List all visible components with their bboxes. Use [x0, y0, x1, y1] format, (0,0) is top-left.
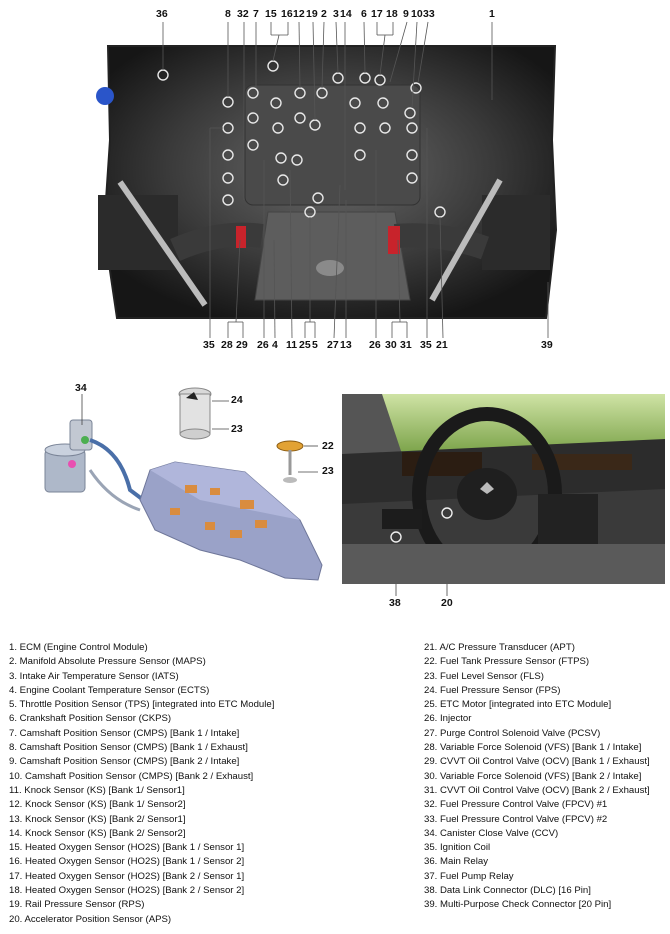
- fuel-pressure-sensor-module: [178, 387, 212, 440]
- callout-9: 9: [403, 8, 409, 20]
- callout-31: 31: [400, 339, 412, 351]
- legend-item: 19. Rail Pressure Sensor (RPS): [9, 899, 145, 911]
- intake-red-band-right: [388, 226, 400, 254]
- callout-27: 27: [327, 339, 339, 351]
- legend-item: 31. CVVT Oil Control Valve (OCV) [Bank 2…: [424, 784, 650, 796]
- callout-17: 17: [371, 8, 383, 20]
- callout-26-right: 26: [369, 339, 381, 351]
- right-air-box: [482, 195, 550, 270]
- legend-item: 33. Fuel Pressure Control Valve (FPCV) #…: [424, 813, 608, 825]
- legend-item: 2. Manifold Absolute Pressure Sensor (MA…: [9, 656, 206, 668]
- a-pillar: [342, 394, 402, 469]
- callout-11: 11: [286, 339, 298, 351]
- legend-item: 7. Camshaft Position Sensor (CMPS) [Bank…: [9, 727, 240, 739]
- callout-8: 8: [225, 8, 231, 20]
- legend-item: 24. Fuel Pressure Sensor (FPS): [424, 684, 561, 696]
- interior-dashboard-photo: [342, 394, 665, 584]
- legend-item: 23. Fuel Level Sensor (FLS): [424, 670, 544, 682]
- callout-39: 39: [541, 339, 553, 351]
- reservoir-cap: [96, 87, 114, 105]
- callout-15: 15: [265, 8, 277, 20]
- legend-item: 35. Ignition Coil: [424, 842, 491, 854]
- legend-item: 27. Purge Control Solenoid Valve (PCSV): [424, 727, 601, 739]
- callout-14: 14: [340, 8, 352, 20]
- callout-20: 20: [441, 597, 453, 609]
- callout-25: 25: [299, 339, 311, 351]
- legend-item: 29. CVVT Oil Control Valve (OCV) [Bank 1…: [424, 756, 650, 768]
- callout-32: 32: [237, 8, 249, 20]
- callout-7: 7: [253, 8, 259, 20]
- legend-item: 16. Heated Oxygen Sensor (HO2S) [Bank 1 …: [9, 856, 245, 868]
- legend-item: 5. Throttle Position Sensor (TPS) [integ…: [9, 699, 275, 711]
- callout-23-top: 23: [231, 423, 243, 435]
- engine-bay-illustration: [96, 21, 558, 339]
- legend-item: 32. Fuel Pressure Control Valve (FPCV) #…: [424, 799, 608, 811]
- callout-10: 10: [411, 8, 423, 20]
- aps-marker: [441, 507, 453, 519]
- legend-item: 18. Heated Oxygen Sensor (HO2S) [Bank 2 …: [9, 885, 245, 897]
- callout-35-left: 35: [203, 339, 215, 351]
- legend-item: 9. Camshaft Position Sensor (CMPS) [Bank…: [9, 756, 240, 768]
- callout-16: 16: [281, 8, 293, 20]
- legend-item: 30. Variable Force Solenoid (VFS) [Bank …: [424, 770, 642, 782]
- legend-item: 10. Camshaft Position Sensor (CMPS) [Ban…: [9, 770, 254, 782]
- callout-1: 1: [489, 8, 495, 20]
- legend-item: 14. Knock Sensor (KS) [Bank 2/ Sensor2]: [9, 827, 186, 839]
- callout-26-left: 26: [257, 339, 269, 351]
- legend-item: 6. Crankshaft Position Sensor (CKPS): [9, 713, 172, 725]
- legend-item: 34. Canister Close Valve (CCV): [424, 827, 559, 839]
- intake-red-band-left: [236, 226, 246, 248]
- legend-item: 15. Heated Oxygen Sensor (HO2S) [Bank 1 …: [9, 842, 245, 854]
- fuel-level-sensor: [276, 440, 304, 483]
- wood-trim: [402, 452, 482, 476]
- legend-right-column: 21. A/C Pressure Transducer (APT) 22. Fu…: [424, 641, 650, 913]
- callout-33: 33: [423, 8, 435, 20]
- callout-6: 6: [361, 8, 367, 20]
- legend-item: 21. A/C Pressure Transducer (APT): [424, 642, 575, 653]
- callout-4: 4: [272, 339, 278, 351]
- callout-24: 24: [231, 394, 243, 406]
- callout-23-bottom: 23: [322, 465, 334, 477]
- legend-item: 4. Engine Coolant Temperature Sensor (EC…: [9, 684, 210, 696]
- callout-30: 30: [385, 339, 397, 351]
- legend-item: 17. Heated Oxygen Sensor (HO2S) [Bank 2 …: [9, 870, 245, 882]
- legend-item: 39. Multi-Purpose Check Connector [20 Pi…: [424, 899, 612, 911]
- legend-item: 28. Variable Force Solenoid (VFS) [Bank …: [424, 742, 642, 754]
- legend-item: 38. Data Link Connector (DLC) [16 Pin]: [424, 885, 591, 897]
- callout-35-right: 35: [420, 339, 432, 351]
- legend-item: 8. Camshaft Position Sensor (CMPS) [Bank…: [9, 742, 248, 754]
- legend-item: 11. Knock Sensor (KS) [Bank 1/ Sensor1]: [9, 784, 185, 796]
- legend-item: 22. Fuel Tank Pressure Sensor (FTPS): [424, 656, 590, 668]
- legend-item: 3. Intake Air Temperature Sensor (IATS): [9, 670, 179, 682]
- legend-item: 20. Accelerator Position Sensor (APS): [9, 913, 172, 925]
- callout-28: 28: [221, 339, 233, 351]
- callout-3: 3: [333, 8, 339, 20]
- legend-item: 37. Fuel Pump Relay: [424, 870, 514, 882]
- callout-13: 13: [340, 339, 352, 351]
- callout-2: 2: [321, 8, 327, 20]
- callout-5: 5: [312, 339, 318, 351]
- callout-12: 12: [293, 8, 305, 20]
- fuel-tank-illustration: [44, 387, 323, 581]
- legend-item: 36. Main Relay: [424, 856, 488, 868]
- callout-22: 22: [322, 440, 334, 452]
- legend-item: 25. ETC Motor [integrated into ETC Modul…: [424, 699, 612, 711]
- callout-34: 34: [75, 382, 87, 394]
- callout-19: 19: [306, 8, 318, 20]
- legend-item: 13. Knock Sensor (KS) [Bank 2/ Sensor1]: [9, 813, 186, 825]
- callout-36: 36: [156, 8, 168, 20]
- callout-18: 18: [386, 8, 398, 20]
- legend-item: 12. Knock Sensor (KS) [Bank 1/ Sensor2]: [9, 799, 186, 811]
- legend-item: 26. Injector: [424, 713, 472, 725]
- legend-left-column: 1. ECM (Engine Control Module) 2. Manifo…: [9, 641, 274, 927]
- callout-38: 38: [389, 597, 401, 609]
- canister-close-valve: [44, 419, 93, 493]
- dlc-marker: [390, 531, 402, 543]
- callout-21: 21: [436, 339, 448, 351]
- legend-item: 1. ECM (Engine Control Module): [9, 642, 148, 653]
- brand-emblem: [316, 260, 344, 276]
- callout-29: 29: [236, 339, 248, 351]
- interior-leader-lines: [395, 584, 448, 596]
